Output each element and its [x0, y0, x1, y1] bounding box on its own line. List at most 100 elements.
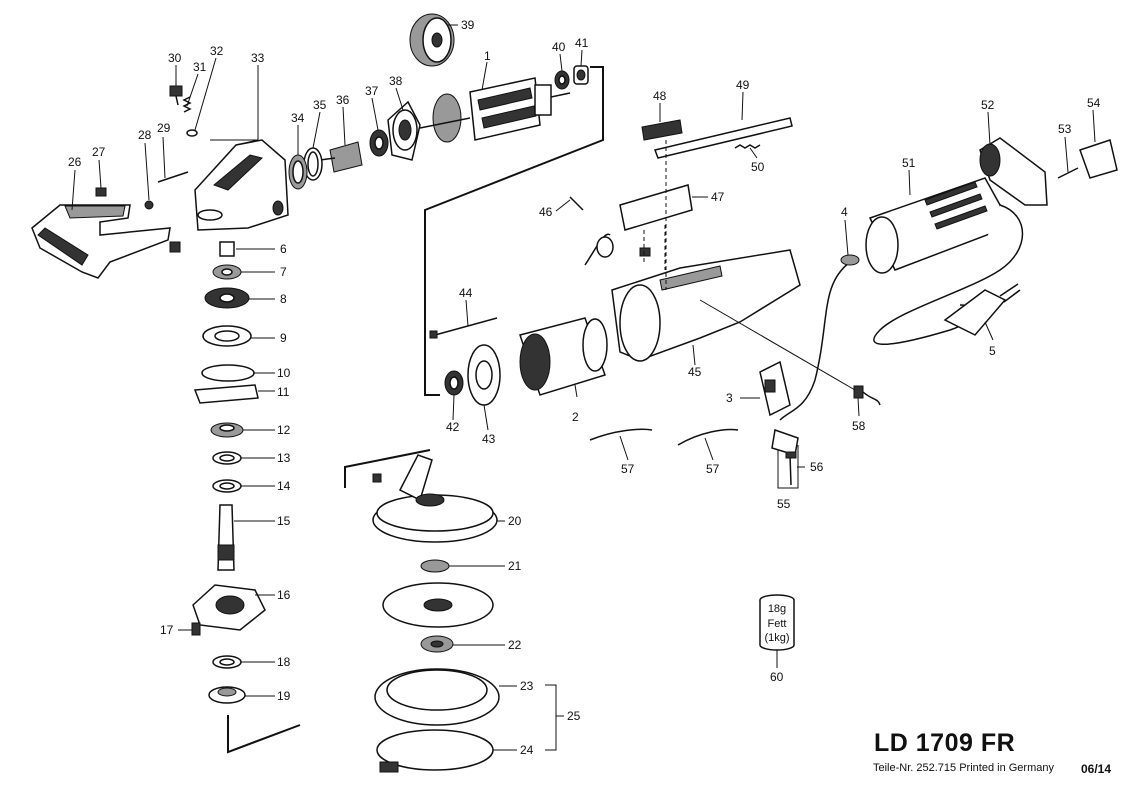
part-39-gear: [409, 13, 455, 67]
label-21: 21: [508, 559, 522, 573]
label-57b: 57: [706, 462, 720, 476]
part-45-motor-housing: [611, 249, 801, 362]
part-57-insulator-a: [589, 428, 653, 441]
label-9: 9: [280, 331, 287, 345]
part-53-screw: [1057, 167, 1079, 179]
part-49-switch-bar: [653, 117, 793, 159]
label-2: 2: [572, 410, 579, 424]
part-15-spindle: [217, 504, 235, 571]
label-41: 41: [575, 36, 589, 50]
part-number-footer: Teile-Nr. 252.715 Printed in Germany: [873, 762, 1054, 774]
label-31: 31: [193, 60, 207, 74]
part-16-flange: [192, 584, 266, 631]
part-27-screw: [95, 187, 107, 197]
revision-date: 06/14: [1081, 762, 1112, 776]
label-56: 56: [810, 460, 824, 474]
label-38: 38: [389, 74, 403, 88]
part-14-ring: [212, 479, 242, 493]
part-32-washer: [186, 129, 198, 137]
part-56-screw: [785, 451, 797, 486]
part-2-stator: [519, 317, 608, 396]
part-29-screw: [157, 171, 189, 183]
label-25: 25: [567, 709, 581, 723]
label-49: 49: [736, 78, 750, 92]
label-14: 14: [277, 479, 291, 493]
label-6: 6: [280, 242, 287, 256]
part-8-gear: [204, 287, 250, 309]
label-24: 24: [520, 743, 534, 757]
part-41-cap: [573, 65, 589, 85]
part-40-bearing: [554, 70, 570, 90]
part-24-clamp: [376, 729, 494, 773]
grease-pack: (1kg): [764, 632, 789, 644]
label-8: 8: [280, 292, 287, 306]
part-33-gear-housing: [194, 139, 289, 231]
part-17-screw: [191, 622, 201, 636]
label-32: 32: [210, 44, 224, 58]
part-30-screw: [169, 85, 183, 106]
part-26-side-handle: [31, 204, 171, 279]
part-50-spring: [734, 144, 761, 149]
part-18-ring: [212, 655, 242, 669]
part-57-insulator-b: [677, 428, 739, 446]
label-10: 10: [277, 366, 291, 380]
part-5-plug: [943, 283, 1021, 336]
label-22: 22: [508, 638, 522, 652]
label-39: 39: [461, 18, 475, 32]
part-13-ring: [212, 451, 242, 465]
part-labels: 39 1 2 3 4 5 6 7 8 9 10 11 12 13 14 15 1…: [68, 18, 1101, 757]
part-7-nut: [212, 264, 242, 280]
label-28: 28: [138, 128, 152, 142]
spindle-frame: [227, 715, 301, 754]
label-18: 18: [277, 655, 291, 669]
part-42-bearing: [444, 370, 464, 396]
label-7: 7: [280, 265, 287, 279]
label-52: 52: [981, 98, 995, 112]
part-12-bearing: [210, 422, 244, 438]
part-34-ring: [288, 154, 308, 190]
bracket-25: [545, 684, 557, 751]
part-flange-disc: [382, 582, 494, 628]
part-43-washer: [467, 344, 501, 406]
label-51: 51: [902, 156, 916, 170]
label-3: 3: [726, 391, 733, 405]
label-29: 29: [157, 121, 171, 135]
label-16: 16: [277, 588, 291, 602]
label-55: 55: [777, 497, 791, 511]
part-55-strain-relief: [771, 428, 799, 456]
label-54: 54: [1087, 96, 1101, 110]
label-13: 13: [277, 451, 291, 465]
part-20-guard: [372, 454, 498, 543]
part-46-screw: [569, 196, 584, 211]
part-3-switch: [759, 360, 791, 417]
label-42: 42: [446, 420, 460, 434]
label-11: 11: [277, 385, 290, 399]
label-19: 19: [277, 689, 291, 703]
handle-bolt: [169, 241, 181, 253]
leader-lines: [71, 24, 1096, 751]
part-9-disc: [202, 325, 252, 347]
label-44: 44: [459, 286, 473, 300]
label-43: 43: [482, 432, 496, 446]
label-17: 17: [160, 623, 174, 637]
label-20: 20: [508, 514, 522, 528]
label-47: 47: [711, 190, 725, 204]
model-title: LD 1709 FR: [874, 729, 1016, 757]
label-5: 5: [989, 344, 996, 358]
label-26: 26: [68, 155, 82, 169]
part-22-nut: [420, 635, 454, 653]
label-30: 30: [168, 51, 182, 65]
part-11-plate: [193, 384, 259, 404]
guard-frame: [344, 449, 431, 488]
label-15: 15: [277, 514, 291, 528]
part-23-ring: [374, 668, 500, 726]
label-48: 48: [653, 89, 667, 103]
part-21-nut: [420, 559, 450, 573]
part-37-bearing: [369, 129, 389, 157]
label-53: 53: [1058, 122, 1072, 136]
armature-frame: [424, 66, 604, 396]
part-44-screw: [429, 317, 498, 339]
label-50: 50: [751, 160, 765, 174]
label-1: 1: [484, 49, 491, 63]
